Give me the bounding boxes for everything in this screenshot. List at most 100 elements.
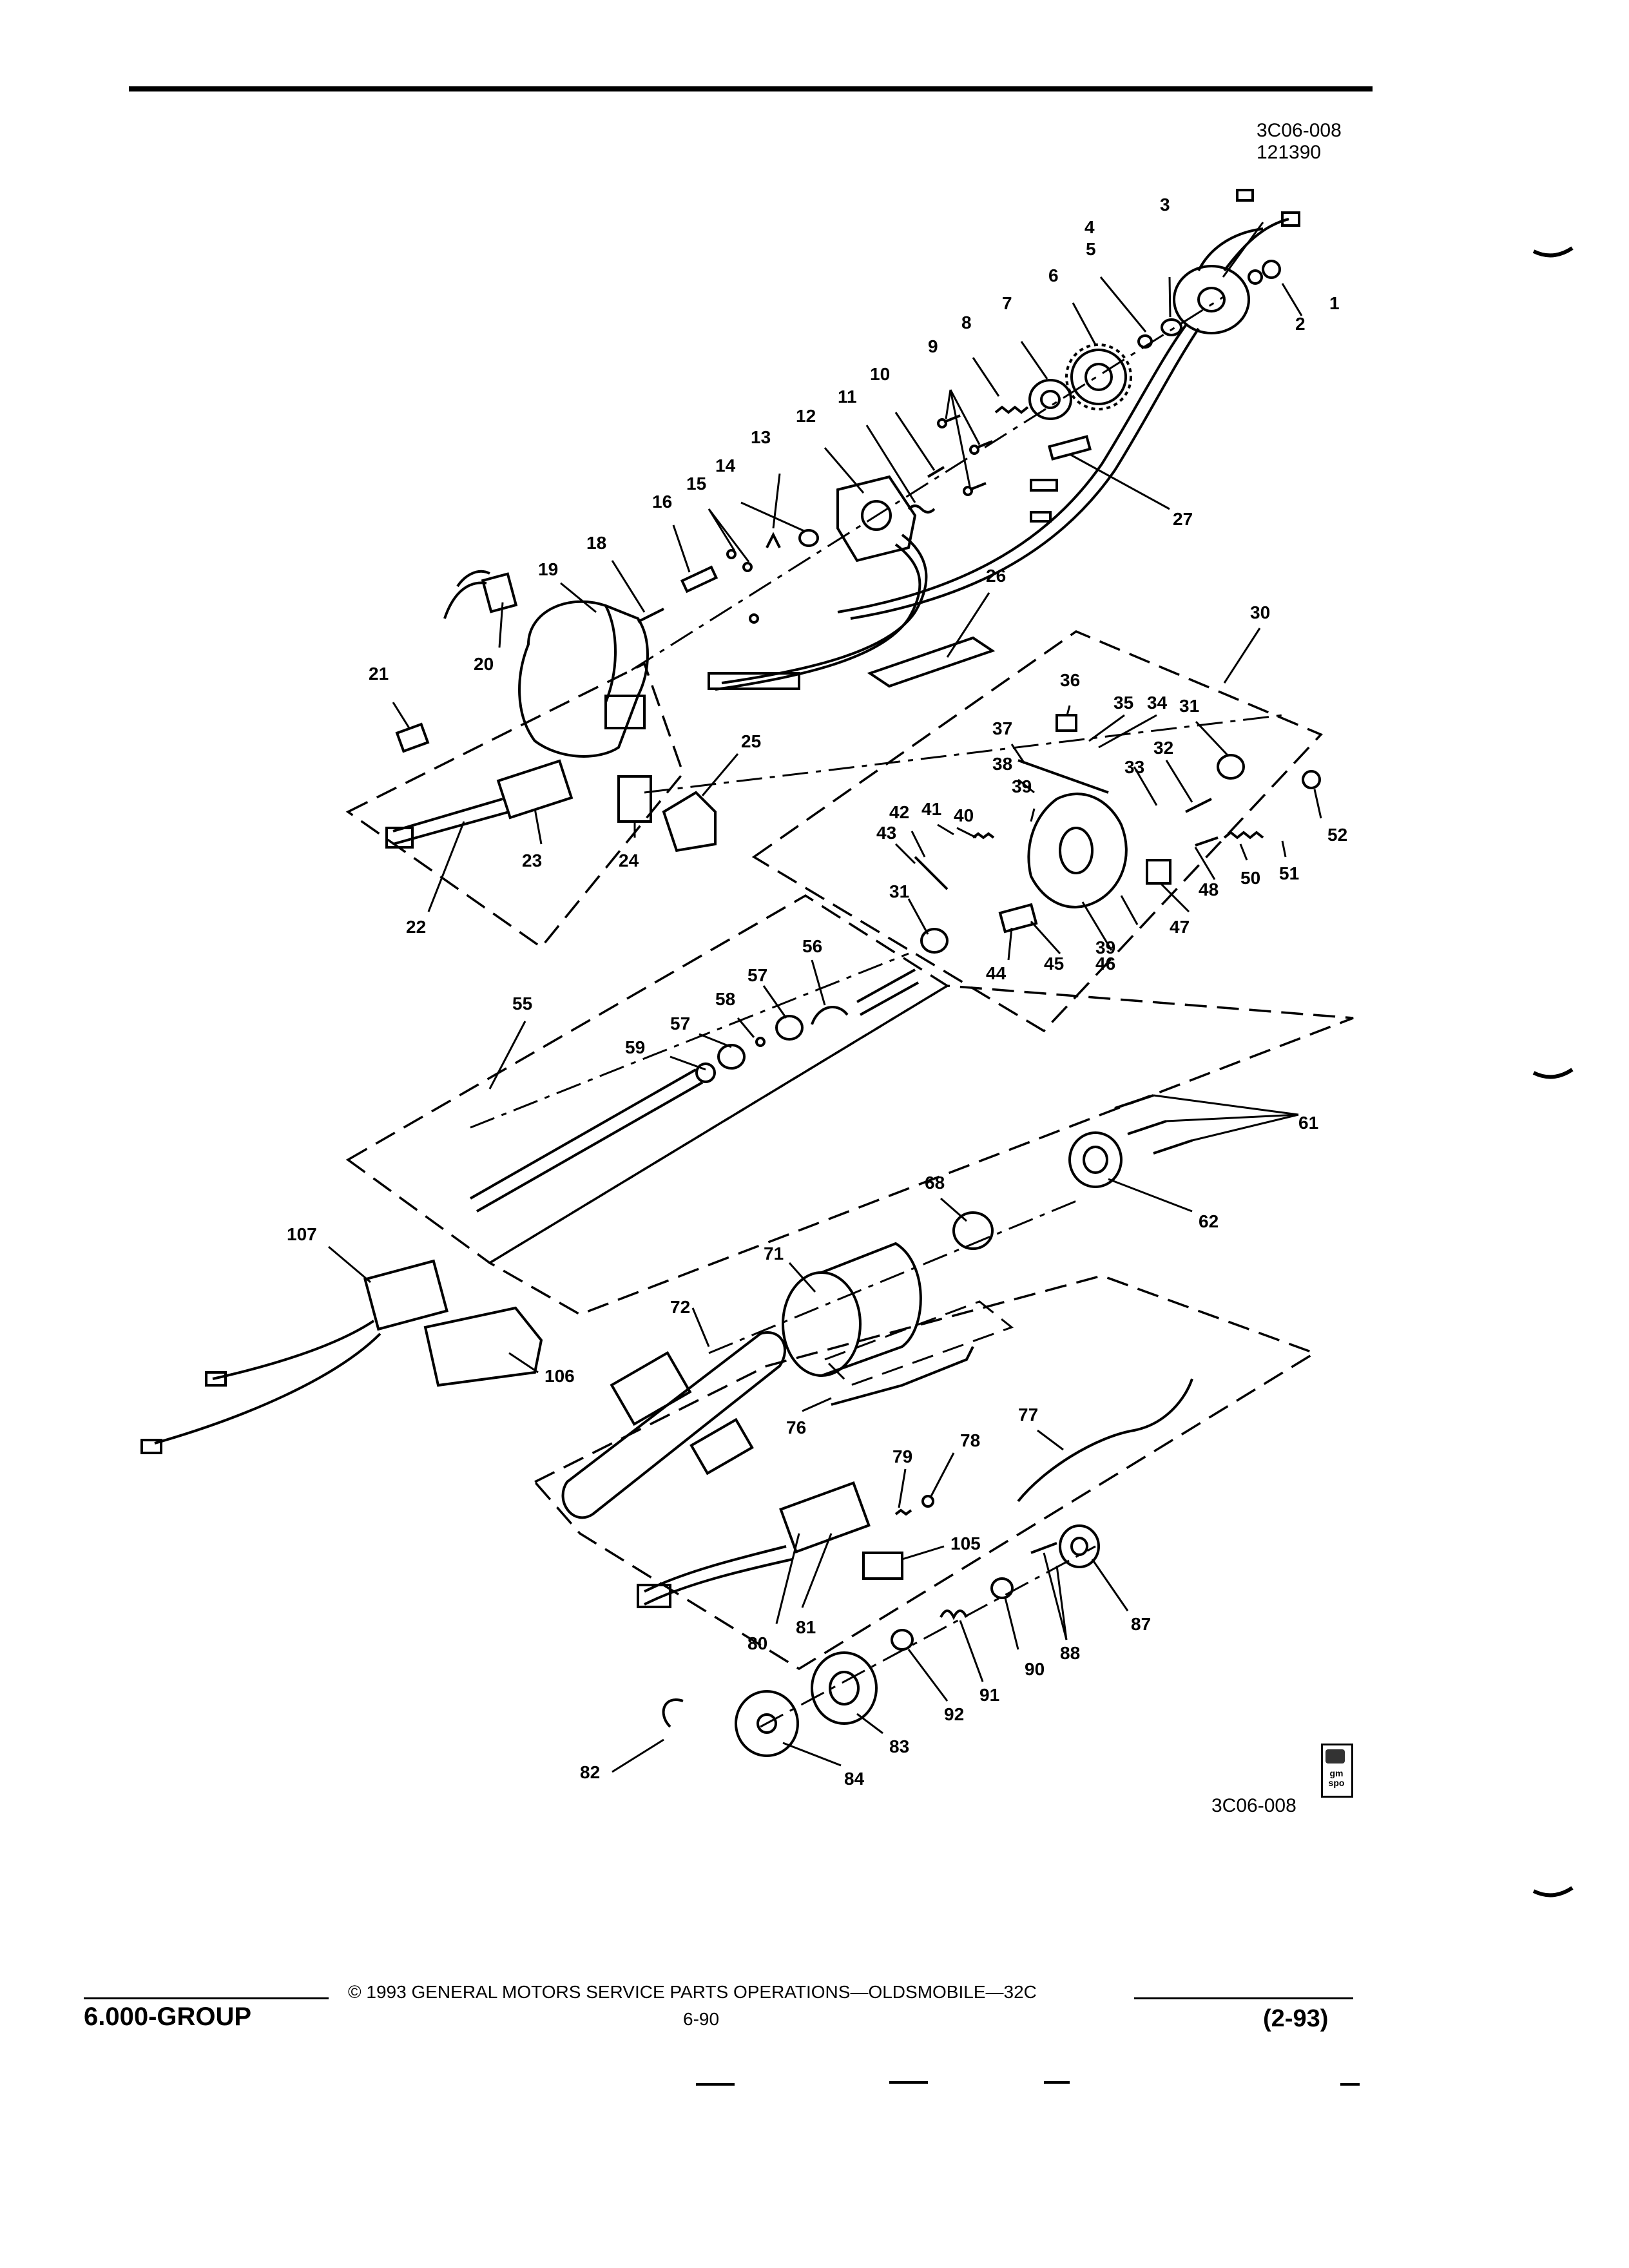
callout-6: 6 bbox=[1048, 265, 1059, 285]
part-18-screw bbox=[637, 608, 664, 623]
part-40-spring bbox=[972, 832, 995, 840]
callout-92: 92 bbox=[944, 1704, 964, 1724]
part-43-lever bbox=[914, 856, 949, 890]
part-57-bearing-lower bbox=[717, 1044, 746, 1070]
part-32-pin bbox=[1185, 798, 1212, 813]
part-76-rod bbox=[831, 1346, 974, 1406]
part-37-rod bbox=[1017, 759, 1109, 794]
callout-45: 45 bbox=[1044, 954, 1064, 974]
callout-27: 27 bbox=[1173, 509, 1193, 529]
callout-47: 47 bbox=[1170, 917, 1190, 937]
part-71-cover bbox=[782, 1242, 922, 1377]
callout-33: 33 bbox=[1124, 757, 1144, 777]
callout-14: 14 bbox=[715, 456, 736, 476]
callout-79: 79 bbox=[892, 1446, 912, 1466]
callout-36: 36 bbox=[1060, 670, 1080, 690]
callout-2: 2 bbox=[1295, 314, 1306, 334]
part-25-cover bbox=[662, 791, 717, 852]
part-82-retaining-ring bbox=[662, 1698, 684, 1728]
callout-90: 90 bbox=[1025, 1659, 1045, 1679]
callout-61: 61 bbox=[1298, 1113, 1318, 1133]
part-80-81-105-switch-harness bbox=[637, 1481, 903, 1608]
callout-43: 43 bbox=[876, 823, 896, 843]
callout-31-lower: 31 bbox=[889, 881, 909, 901]
callout-46: 46 bbox=[1095, 954, 1115, 974]
callout-23: 23 bbox=[522, 850, 542, 870]
callout-68: 68 bbox=[925, 1173, 945, 1193]
callout-105: 105 bbox=[950, 1533, 981, 1553]
part-106-bracket bbox=[423, 1306, 543, 1387]
footer-group: 6.000-GROUP bbox=[84, 2003, 252, 2031]
part-107-module bbox=[140, 1259, 448, 1454]
part-88-screws bbox=[1030, 1542, 1057, 1554]
part-59-lower-shaft bbox=[470, 1062, 716, 1213]
part-58-pin bbox=[755, 1037, 766, 1047]
part-87-housing bbox=[1059, 1524, 1100, 1568]
part-51-spring bbox=[1223, 831, 1264, 840]
callout-16: 16 bbox=[652, 492, 672, 512]
part-15-screws bbox=[726, 549, 759, 624]
part-31-ring-upper bbox=[1217, 754, 1245, 780]
part-79-spring bbox=[894, 1508, 912, 1516]
callout-71: 71 bbox=[764, 1244, 784, 1264]
part-62-bearing-housing bbox=[1068, 1131, 1123, 1188]
part-upper-shaft bbox=[856, 968, 919, 1016]
part-14-washer bbox=[798, 529, 819, 547]
part-27-brackets bbox=[1030, 435, 1092, 523]
footer-date: (2-93) bbox=[1263, 2005, 1329, 2032]
part-20-ignition-switch bbox=[443, 570, 518, 619]
callout-50: 50 bbox=[1240, 868, 1260, 888]
part-77-rod bbox=[1017, 1378, 1193, 1503]
callout-107: 107 bbox=[287, 1224, 317, 1244]
callout-87: 87 bbox=[1131, 1614, 1151, 1634]
part-68-plate bbox=[952, 1211, 994, 1250]
part-9-screws bbox=[937, 414, 993, 496]
callout-13: 13 bbox=[751, 427, 771, 447]
part-3-switch-assembly bbox=[708, 189, 1300, 690]
callout-81: 81 bbox=[796, 1617, 816, 1637]
callout-82: 82 bbox=[580, 1762, 600, 1782]
group-box-76 bbox=[823, 1300, 1014, 1387]
callout-59: 59 bbox=[625, 1037, 645, 1057]
callout-9: 9 bbox=[928, 336, 938, 356]
callout-10: 10 bbox=[870, 364, 890, 384]
callout-51: 51 bbox=[1279, 863, 1299, 883]
part-47-gear bbox=[1146, 859, 1171, 885]
group-box-55 bbox=[345, 894, 950, 1265]
part-84-cover bbox=[735, 1690, 799, 1757]
callout-20: 20 bbox=[474, 654, 494, 674]
part-36-clip bbox=[1055, 714, 1077, 732]
callout-77: 77 bbox=[1018, 1405, 1038, 1425]
callout-24: 24 bbox=[619, 850, 639, 870]
callout-38: 38 bbox=[992, 754, 1012, 774]
part-22-23-switch bbox=[385, 759, 574, 849]
part-46-lock-housing bbox=[1027, 793, 1128, 908]
callout-21: 21 bbox=[369, 664, 389, 684]
callout-39-upper: 39 bbox=[1012, 776, 1032, 796]
part-8-spring bbox=[994, 405, 1029, 414]
footer-copyright: © 1993 GENERAL MOTORS SERVICE PARTS OPER… bbox=[348, 1982, 1037, 2002]
part-83-bowl bbox=[811, 1651, 878, 1725]
part-31-ring-lower bbox=[920, 928, 949, 954]
callout-39-lower: 39 bbox=[1095, 937, 1115, 957]
part-21-clip bbox=[395, 722, 430, 753]
callout-7: 7 bbox=[1002, 293, 1012, 313]
part-72-column-jacket bbox=[561, 1331, 787, 1519]
callout-48: 48 bbox=[1199, 879, 1219, 899]
part-92-ring bbox=[891, 1629, 914, 1651]
leader-lines bbox=[328, 222, 1322, 1773]
gm-spo-logo: gm spo bbox=[1321, 1744, 1353, 1798]
callout-76: 76 bbox=[786, 1418, 806, 1437]
part-19-lock-housing-cover bbox=[518, 600, 649, 758]
part-12-switch-housing bbox=[715, 475, 928, 691]
callout-41: 41 bbox=[921, 799, 941, 819]
assembly-axis-lines bbox=[470, 295, 1283, 1728]
part-11-spring-clip bbox=[907, 505, 936, 514]
callout-19: 19 bbox=[538, 559, 558, 579]
part-6-toothed-ring bbox=[1065, 343, 1132, 410]
callout-35: 35 bbox=[1113, 693, 1133, 713]
callout-34: 34 bbox=[1147, 693, 1168, 713]
callout-8: 8 bbox=[961, 312, 972, 332]
callout-55: 55 bbox=[512, 994, 532, 1014]
